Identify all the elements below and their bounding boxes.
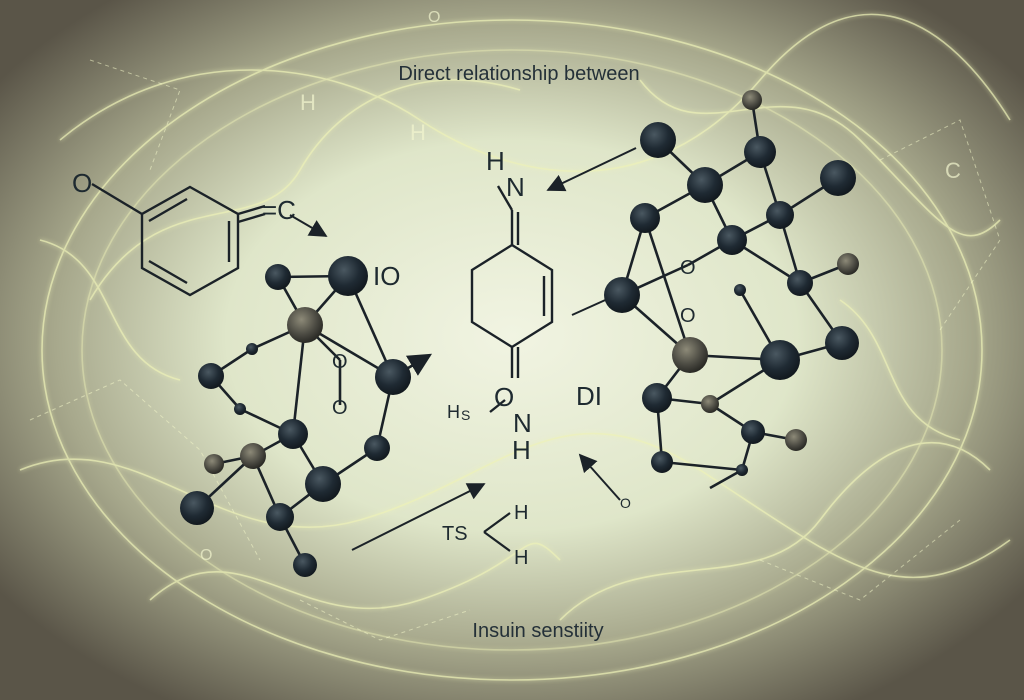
left-small-arrow (289, 214, 328, 237)
diagram-subtitle: Insuin senstiity (472, 620, 603, 642)
background-glyphs: H H C O O (200, 9, 961, 564)
center-h-top-label: H (486, 146, 505, 176)
left-atom (364, 435, 390, 461)
left-atom (240, 443, 266, 469)
left-o-label: O (72, 168, 92, 198)
arrow-top-right (546, 147, 637, 192)
right-atom (701, 395, 719, 413)
left-atom (278, 419, 308, 449)
arrow-bottom-left (351, 483, 486, 551)
right-atom (672, 337, 708, 373)
right-di-label: DI (576, 381, 602, 411)
bg-c-label: C (945, 158, 961, 183)
bg-h1-label: H (300, 90, 316, 115)
left-atom (287, 307, 323, 343)
right-atom (742, 90, 762, 110)
arrow-bottom-right (578, 453, 621, 501)
left-atom (204, 454, 224, 474)
left-atom (305, 466, 341, 502)
background-curves (19, 13, 1011, 681)
right-atom (687, 167, 723, 203)
diagram-title: Direct relationship between (398, 63, 639, 85)
right-atom (760, 340, 800, 380)
right-molecule-atoms (604, 90, 859, 476)
center-ts-h2-label: H (514, 547, 528, 569)
right-o-bottom-label: O (620, 495, 631, 511)
right-atom (820, 160, 856, 196)
right-atom (651, 451, 673, 473)
left-atom (198, 363, 224, 389)
left-o-ring1-label: O (332, 351, 348, 373)
right-atom (766, 201, 794, 229)
center-o-label: O (494, 382, 514, 412)
left-atom (375, 359, 411, 395)
center-s-small-label: S (461, 407, 470, 423)
center-ts-h1-label: H (514, 502, 528, 524)
right-atom (630, 203, 660, 233)
right-atom (787, 270, 813, 296)
center-n-label: N (513, 408, 532, 438)
left-atom (246, 343, 258, 355)
left-atom (266, 503, 294, 531)
bg-h2-label: H (410, 120, 426, 145)
center-h-label: H (512, 435, 531, 465)
left-molecule-atoms (180, 256, 411, 577)
left-io-label: IO (373, 261, 400, 291)
left-atom (328, 256, 368, 296)
right-atom (736, 464, 748, 476)
bg-o1-label: O (428, 9, 440, 26)
bg-o2-label: O (200, 547, 212, 564)
background-network (29, 59, 1001, 641)
left-atom (265, 264, 291, 290)
right-atom (642, 383, 672, 413)
right-atom (741, 420, 765, 444)
center-ts-label: TS (442, 523, 468, 545)
left-atom (180, 491, 214, 525)
left-benzene-ring (91, 182, 266, 297)
right-atom (734, 284, 746, 296)
center-n-top-label: N (506, 172, 525, 202)
left-atom (293, 553, 317, 577)
right-atom (837, 253, 859, 275)
right-o1-label: O (680, 257, 696, 279)
right-atom (604, 277, 640, 313)
right-atom (640, 122, 676, 158)
right-atom (717, 225, 747, 255)
left-o-ring2-label: O (332, 397, 348, 419)
center-ring (470, 185, 554, 413)
left-c-label: =C (262, 195, 296, 225)
left-atom (234, 403, 246, 415)
center-h-small-label: H (447, 402, 460, 422)
right-atom (744, 136, 776, 168)
center-ts-fragment (483, 512, 511, 552)
right-atom (825, 326, 859, 360)
right-o2-label: O (680, 305, 696, 327)
right-atom (785, 429, 807, 451)
